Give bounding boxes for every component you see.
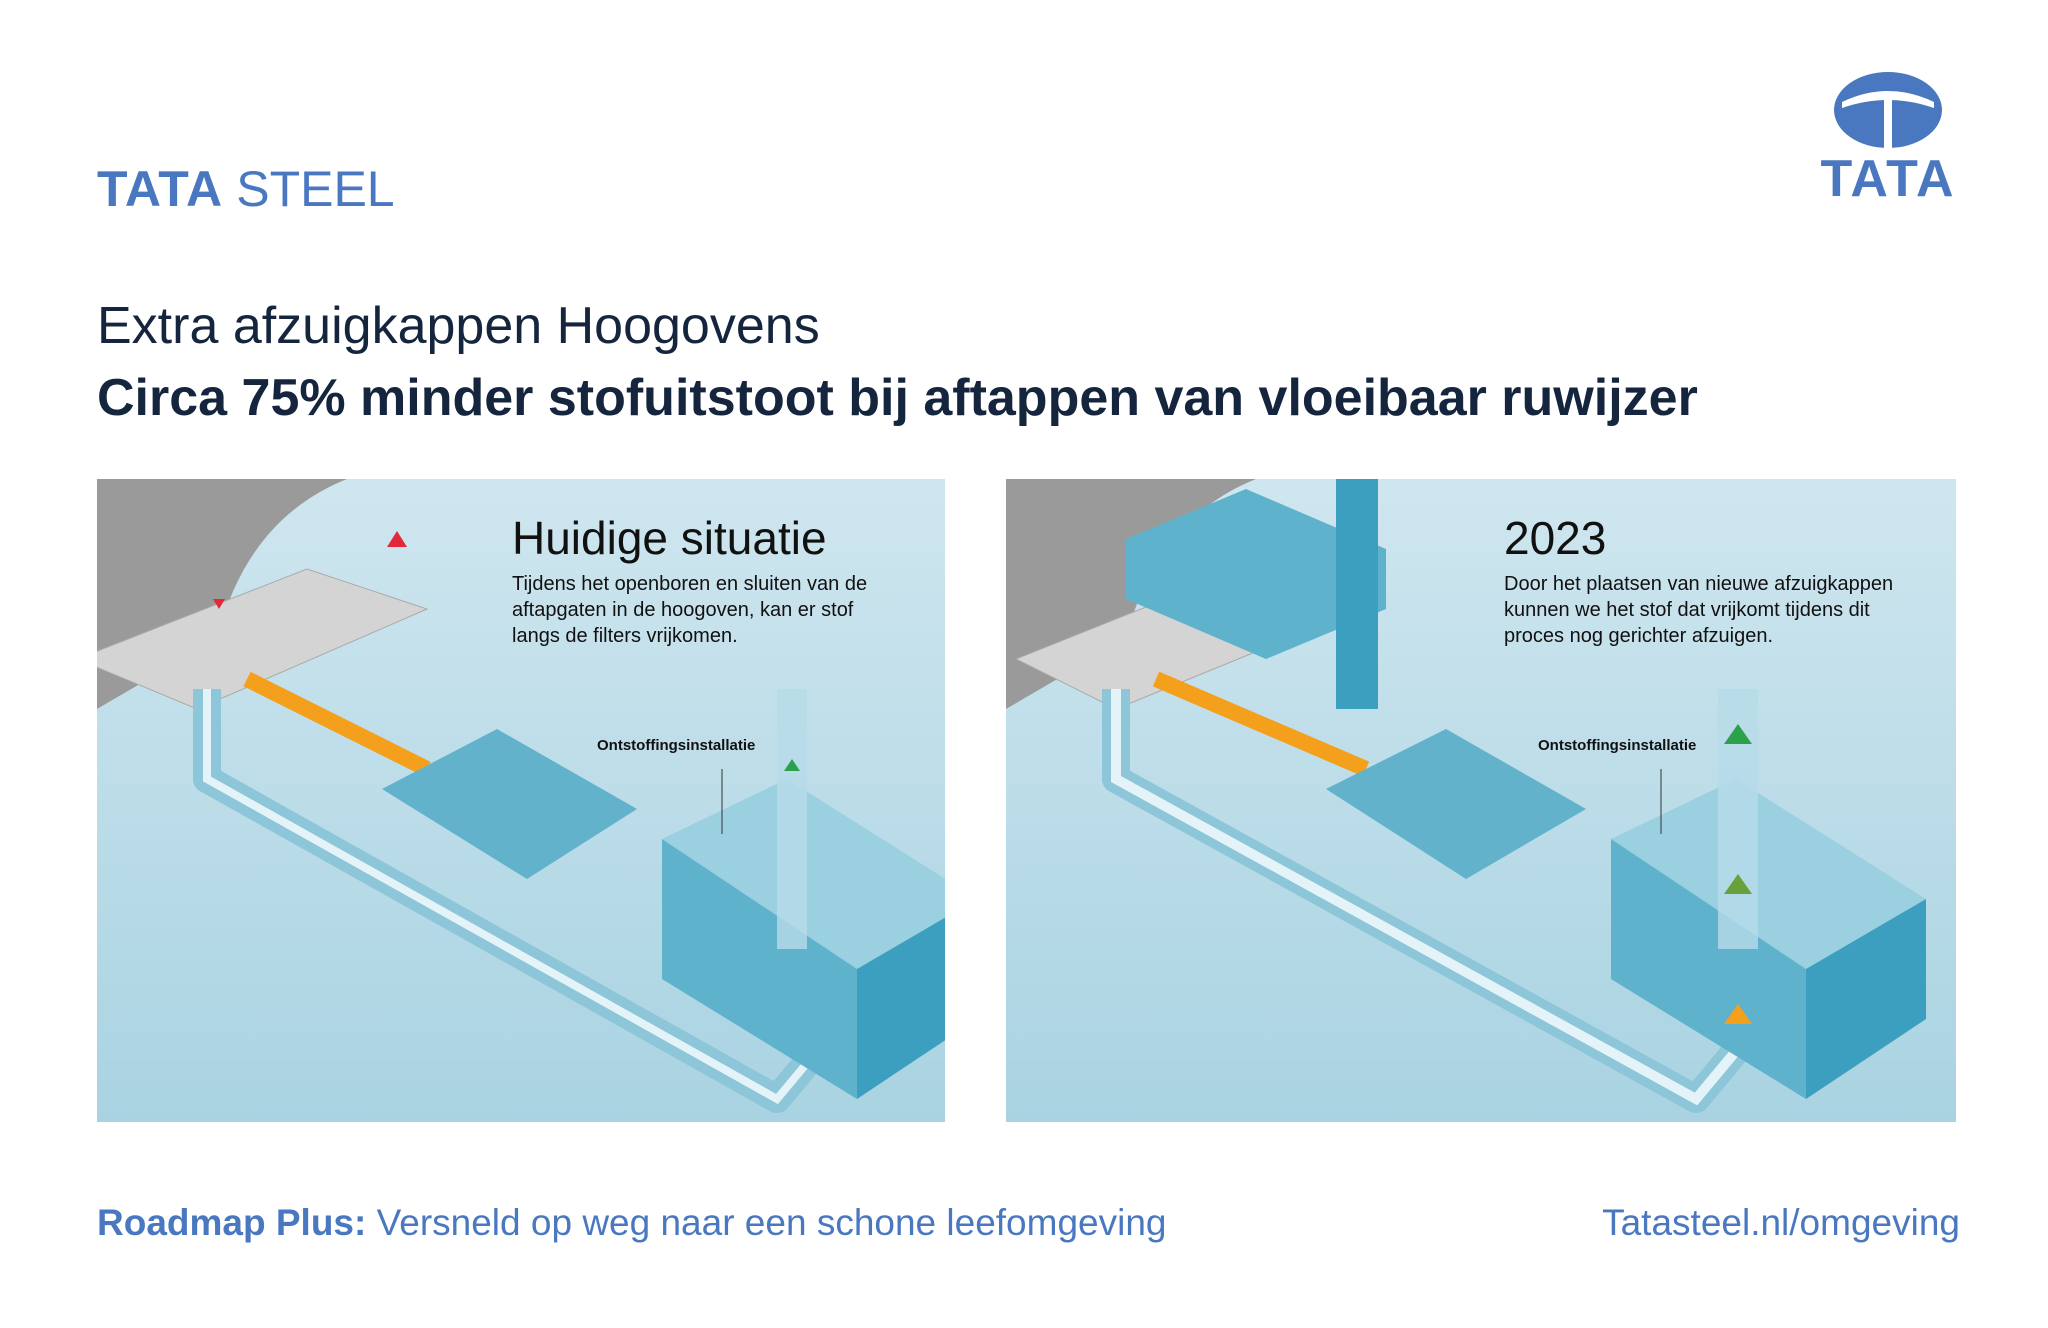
roadmap-label: Roadmap Plus:	[97, 1202, 367, 1243]
filter-front	[662, 839, 857, 1099]
filter-front	[1611, 839, 1806, 1099]
tap-floor	[97, 568, 429, 710]
brand-steel: STEEL	[236, 161, 395, 217]
runner	[243, 671, 431, 777]
filter-side	[857, 917, 945, 1099]
new-hood	[1126, 489, 1386, 659]
panel-description: Tijdens het openboren en sluiten van de …	[512, 573, 868, 647]
panel-title: 2023	[1504, 512, 1607, 564]
arrow-up-icon	[784, 759, 800, 771]
illustration-current	[97, 479, 945, 1113]
vertical-duct	[1336, 479, 1378, 709]
filter-top	[1611, 779, 1926, 969]
hood	[382, 729, 637, 879]
panel-description: Door het plaatsen van nieuwe afzuigkappe…	[1504, 573, 1894, 647]
filter-label: Ontstoffingsinstallatie	[1538, 737, 1697, 754]
illustration-2023	[1006, 479, 1926, 1113]
panel-current-situation: Huidige situatie Tijdens het openboren e…	[97, 479, 945, 1122]
filter-label: Ontstoffingsinstallatie	[597, 737, 756, 754]
arrow-up-icon	[1724, 874, 1752, 894]
brand-tata: TATA	[97, 161, 222, 217]
tata-emblem-logo: TATA	[1808, 70, 1968, 209]
duct-flow	[203, 689, 831, 1105]
duct-flow	[1111, 689, 1750, 1106]
panel-title: Huidige situatie	[512, 512, 827, 564]
panel-2023: 2023 Door het plaatsen van nieuwe afzuig…	[1006, 479, 1956, 1122]
headline: Circa 75% minder stofuitstoot bij aftapp…	[97, 369, 1698, 427]
tata-emblem-icon	[1834, 72, 1942, 148]
website-link[interactable]: Tatasteel.nl/omgeving	[1602, 1202, 1960, 1243]
runner	[1152, 671, 1370, 777]
filter-side	[1806, 899, 1926, 1099]
roadmap-tagline: Roadmap Plus: Versneld op weg naar een s…	[97, 1202, 1167, 1244]
tata-wordmark: TATA	[1820, 150, 1956, 208]
hood	[1326, 729, 1586, 879]
chimney	[777, 689, 807, 949]
tata-steel-logo: TATA STEEL	[97, 160, 395, 218]
roadmap-text: Versneld op weg naar een schone leefomge…	[376, 1202, 1167, 1243]
arrow-up-icon	[1724, 1004, 1752, 1024]
arrow-up-icon	[1724, 724, 1752, 744]
arrow-down-icon	[213, 599, 225, 609]
arrow-up-icon	[387, 531, 407, 547]
subtitle: Extra afzuigkappen Hoogovens	[97, 297, 820, 355]
